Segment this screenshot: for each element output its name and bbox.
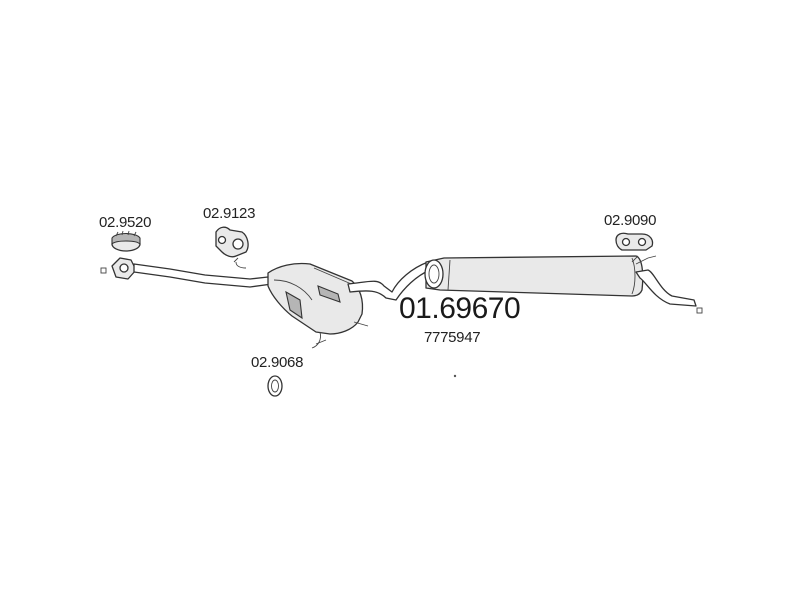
clamp-ring-icon <box>111 230 141 252</box>
front-connection-marker-icon <box>100 267 107 274</box>
accessory-label-rubber-hanger-front: 02.9123 <box>203 205 256 222</box>
front-flange <box>111 257 137 280</box>
rubber-hanger-icon <box>615 232 654 251</box>
oe-reference-number: 7775947 <box>424 329 481 346</box>
tailpipe <box>631 255 697 307</box>
dot-mark <box>453 374 457 378</box>
rubber-hanger-icon <box>215 226 249 258</box>
center-muffler <box>267 262 369 349</box>
rear-connection-marker-icon <box>696 307 703 314</box>
rear-muffler <box>424 255 644 297</box>
accessory-label-rubber-hanger-rear: 02.9090 <box>604 212 657 229</box>
accessory-label-gasket-ring: 02.9068 <box>251 354 304 371</box>
gasket-ring-icon <box>267 375 283 397</box>
accessory-label-clamp-ring: 02.9520 <box>99 214 152 231</box>
front-pipe <box>133 257 273 288</box>
main-part-number: 01.69670 <box>399 292 521 325</box>
